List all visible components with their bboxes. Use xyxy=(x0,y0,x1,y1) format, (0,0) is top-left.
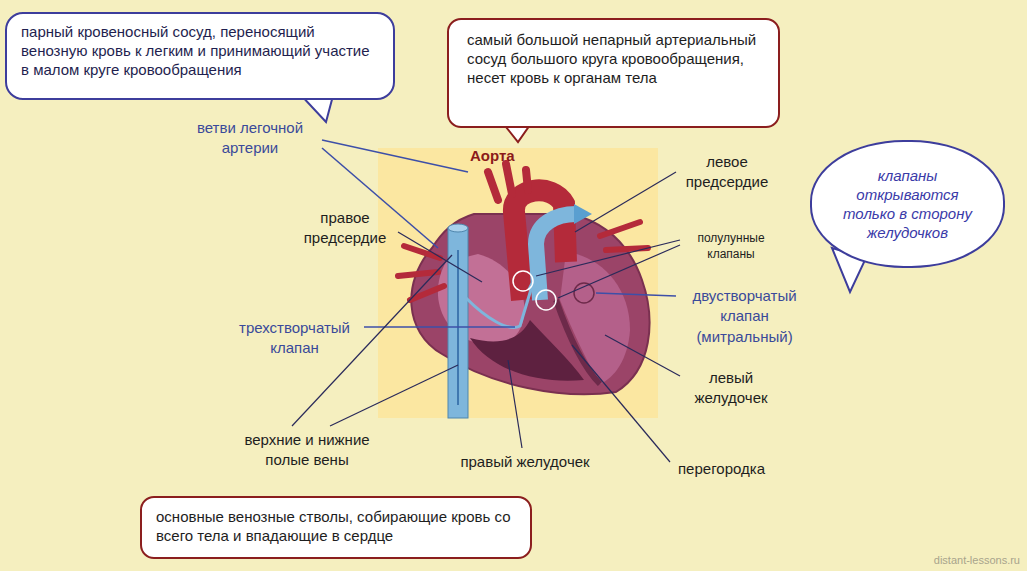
callout-box: клапаны открываются только в сторону жел… xyxy=(810,140,1005,268)
part-label: левый желудочек xyxy=(676,368,786,409)
backdrop xyxy=(378,148,658,418)
heart xyxy=(398,164,649,418)
callout-box: парный кровеносный сосуд, переносящий ве… xyxy=(5,12,395,100)
part-label: правое предсердие xyxy=(290,208,400,249)
part-label: двустворчатый клапан (митральный) xyxy=(672,286,817,347)
watermark: distant-lessons.ru xyxy=(890,553,1020,568)
callout-box: самый большой непарный артериальный сосу… xyxy=(447,18,780,128)
part-label: Аорта xyxy=(470,146,530,166)
callout-box: основные венозные стволы, собирающие кро… xyxy=(140,496,532,559)
part-label: трехстворчатый клапан xyxy=(222,318,367,359)
callout-text: клапаны открываются только в сторону жел… xyxy=(830,166,985,242)
part-label: левое предсердие xyxy=(672,152,782,193)
part-label: перегородка xyxy=(664,459,779,479)
callout-text: самый большой непарный артериальный сосу… xyxy=(467,30,760,87)
part-label: верхние и нижние полые вены xyxy=(222,430,392,471)
part-label: полулунные клапаны xyxy=(676,230,786,262)
part-label: ветви легочной артерии xyxy=(175,118,325,159)
callout-text: парный кровеносный сосуд, переносящий ве… xyxy=(21,22,379,79)
callout-text: основные венозные стволы, собирающие кро… xyxy=(156,507,516,545)
part-label: правый желудочек xyxy=(440,452,610,472)
